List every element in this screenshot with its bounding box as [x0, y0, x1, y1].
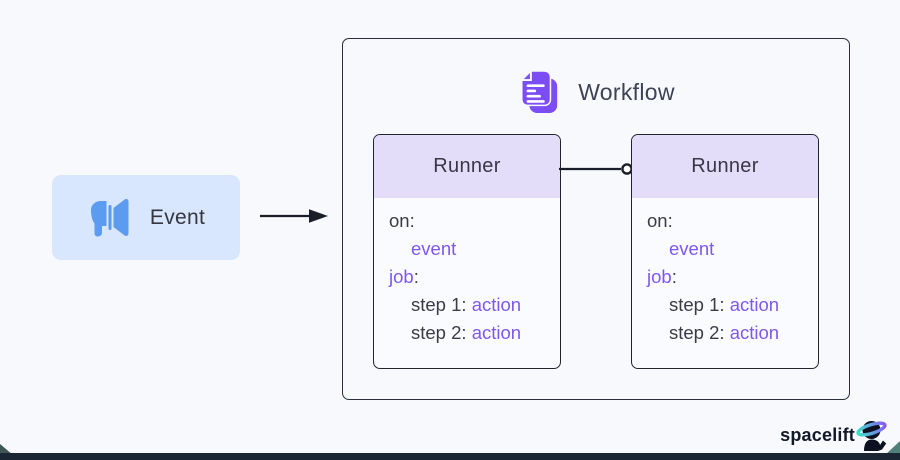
event-label: Event [149, 205, 206, 229]
code-line: on: [647, 210, 673, 231]
runner-1-code: on: event job: step 1: action step 2: action [374, 198, 560, 347]
code-line: event [669, 238, 715, 259]
corner-accent-left [0, 444, 13, 455]
astronaut-icon [856, 418, 888, 452]
workflow-header: Workflow [343, 59, 849, 125]
documents-icon [517, 69, 561, 115]
code-line: step 2: action [411, 322, 522, 343]
corner-accent-right [885, 441, 900, 455]
code-line: job: [647, 266, 677, 287]
footer-bar [0, 453, 900, 460]
code-line: job: [389, 266, 419, 287]
workflow-title: Workflow [578, 78, 675, 105]
runner-1-header: Runner [374, 135, 560, 198]
code-line: step 1: action [411, 294, 522, 315]
spacelift-wordmark: spacelift [780, 424, 855, 445]
code-line: step 2: action [669, 322, 780, 343]
spacelift-brand: spacelift [780, 418, 888, 452]
megaphone-icon [87, 197, 135, 239]
runner-node-2: Runner on: event job: step 1: action step 2:… [631, 134, 819, 369]
workflow-container: Workflow Runner on: event job: step 1: acti… [342, 38, 850, 400]
code-line: on: [389, 210, 415, 231]
code-line: event [411, 238, 457, 259]
runner-2-header: Runner [632, 135, 818, 198]
runner-connector [559, 163, 633, 175]
runner-node-1: Runner on: event job: step 1: action step 2:… [373, 134, 561, 369]
event-node: Event [52, 175, 240, 260]
runner-1-title: Runner [433, 155, 501, 177]
runner-2-code: on: event job: step 1: action step 2: action [632, 198, 818, 347]
runner-2-title: Runner [691, 155, 759, 177]
code-line: step 1: action [669, 294, 780, 315]
flow-arrow-right [260, 209, 328, 223]
